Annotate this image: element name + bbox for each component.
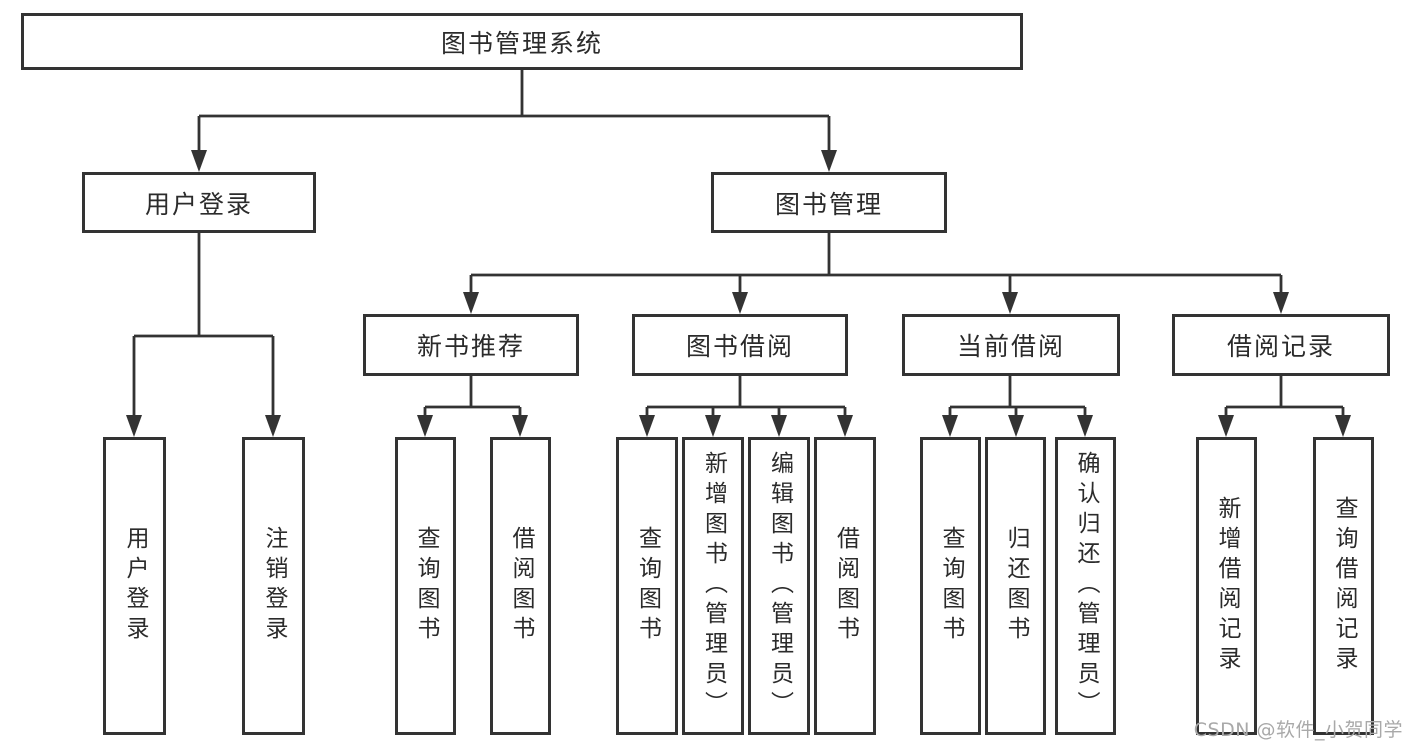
- arrow-down-icon: [463, 292, 479, 314]
- leaf-logout: 注销登录: [242, 437, 305, 735]
- node-borrow-record: 借阅记录: [1172, 314, 1390, 376]
- arrow-down-icon: [126, 415, 142, 437]
- edge-root-to-level2: [191, 70, 837, 172]
- arrow-down-icon: [837, 415, 853, 437]
- csdn-watermark: CSDN @软件_小贺同学: [1193, 719, 1403, 741]
- arrow-down-icon: [705, 415, 721, 437]
- leaf-query-book-rec: 查询图书: [395, 437, 456, 735]
- leaf-add-borrow-record: 新增借阅记录: [1196, 437, 1257, 735]
- leaf-borrow-book-borrow: 借阅图书: [814, 437, 876, 735]
- edge-book-mgmt-to-level3: [463, 233, 1289, 314]
- arrow-down-icon: [1218, 415, 1234, 437]
- arrow-down-icon: [942, 415, 958, 437]
- edge-borrow-record-to-leaves: [1218, 376, 1351, 437]
- arrow-down-icon: [1077, 415, 1093, 437]
- edge-new-book-rec-to-leaves: [417, 376, 528, 437]
- arrow-down-icon: [265, 415, 281, 437]
- edge-current-borrow-to-leaves: [942, 376, 1093, 437]
- node-book-borrow: 图书借阅: [632, 314, 848, 376]
- arrow-down-icon: [639, 415, 655, 437]
- leaf-borrow-book-rec: 借阅图书: [490, 437, 551, 735]
- arrow-down-icon: [1273, 292, 1289, 314]
- arrow-down-icon: [1008, 415, 1024, 437]
- leaf-query-borrow-record: 查询借阅记录: [1313, 437, 1374, 735]
- arrow-down-icon: [1002, 292, 1018, 314]
- arrow-down-icon: [732, 292, 748, 314]
- node-new-book-rec: 新书推荐: [363, 314, 579, 376]
- node-book-mgmt: 图书管理: [711, 172, 947, 233]
- arrow-down-icon: [417, 415, 433, 437]
- arrow-down-icon: [512, 415, 528, 437]
- leaf-confirm-return-admin: 确认归还（管理员）: [1055, 437, 1116, 735]
- leaf-query-book-borrow: 查询图书: [616, 437, 678, 735]
- edge-book-borrow-to-leaves: [639, 376, 853, 437]
- node-root: 图书管理系统: [21, 13, 1023, 70]
- node-user-login: 用户登录: [82, 172, 316, 233]
- leaf-add-book-admin: 新增图书（管理员）: [682, 437, 744, 735]
- arrow-down-icon: [821, 150, 837, 172]
- arrow-down-icon: [191, 150, 207, 172]
- edge-user-login-to-leaves: [126, 233, 281, 437]
- arrow-down-icon: [771, 415, 787, 437]
- arrow-down-icon: [1335, 415, 1351, 437]
- leaf-return-book: 归还图书: [985, 437, 1046, 735]
- node-current-borrow: 当前借阅: [902, 314, 1120, 376]
- leaf-user-login: 用户登录: [103, 437, 166, 735]
- leaf-edit-book-admin: 编辑图书（管理员）: [748, 437, 810, 735]
- leaf-query-book-current: 查询图书: [920, 437, 981, 735]
